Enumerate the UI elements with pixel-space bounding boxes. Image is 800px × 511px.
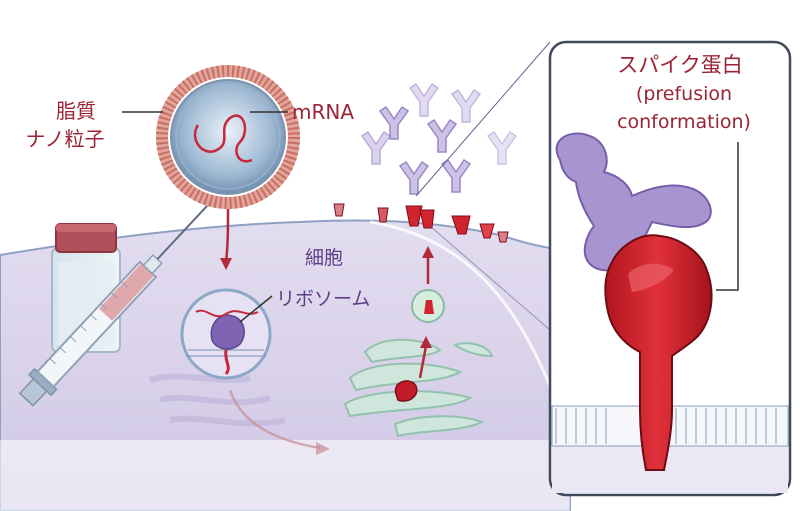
label-lipid-line1: 脂質	[56, 99, 96, 123]
golgi-apparatus	[343, 338, 494, 438]
antibodies	[360, 82, 518, 195]
ribosome-mrna	[195, 309, 259, 318]
label-spike-title: スパイク蛋白	[617, 53, 743, 77]
mrna-strand	[193, 114, 253, 163]
spike-detail-panel	[548, 40, 792, 497]
zoom-line-top	[415, 41, 551, 197]
label-mrna: mRNA	[292, 100, 354, 124]
arrow-lnp-to-cell	[224, 204, 230, 263]
spike-vesicle	[411, 289, 445, 323]
label-spike-sub2: conformation)	[617, 111, 751, 133]
secretion-arrows	[418, 246, 434, 379]
label-spike-sub1: (prefusion	[636, 83, 732, 105]
arrow-ribosome-down	[228, 389, 321, 450]
panel-spike	[604, 234, 713, 471]
ribosome-leader-line	[239, 295, 273, 323]
ribosome-bubble	[180, 288, 272, 380]
surface-spikes	[333, 203, 509, 243]
lipid-nanoparticle	[156, 65, 300, 209]
zoom-line-bottom	[429, 225, 551, 331]
endoplasmic-reticulum	[149, 373, 286, 427]
spike-leader-line	[716, 142, 739, 291]
syringe	[18, 202, 210, 407]
panel-antibody	[555, 132, 712, 272]
spike-in-golgi	[394, 380, 418, 402]
label-cell: 細胞	[305, 247, 343, 269]
label-lipid-line2: ナノ粒子	[26, 127, 105, 151]
label-ribosome: リボソーム	[276, 288, 370, 310]
